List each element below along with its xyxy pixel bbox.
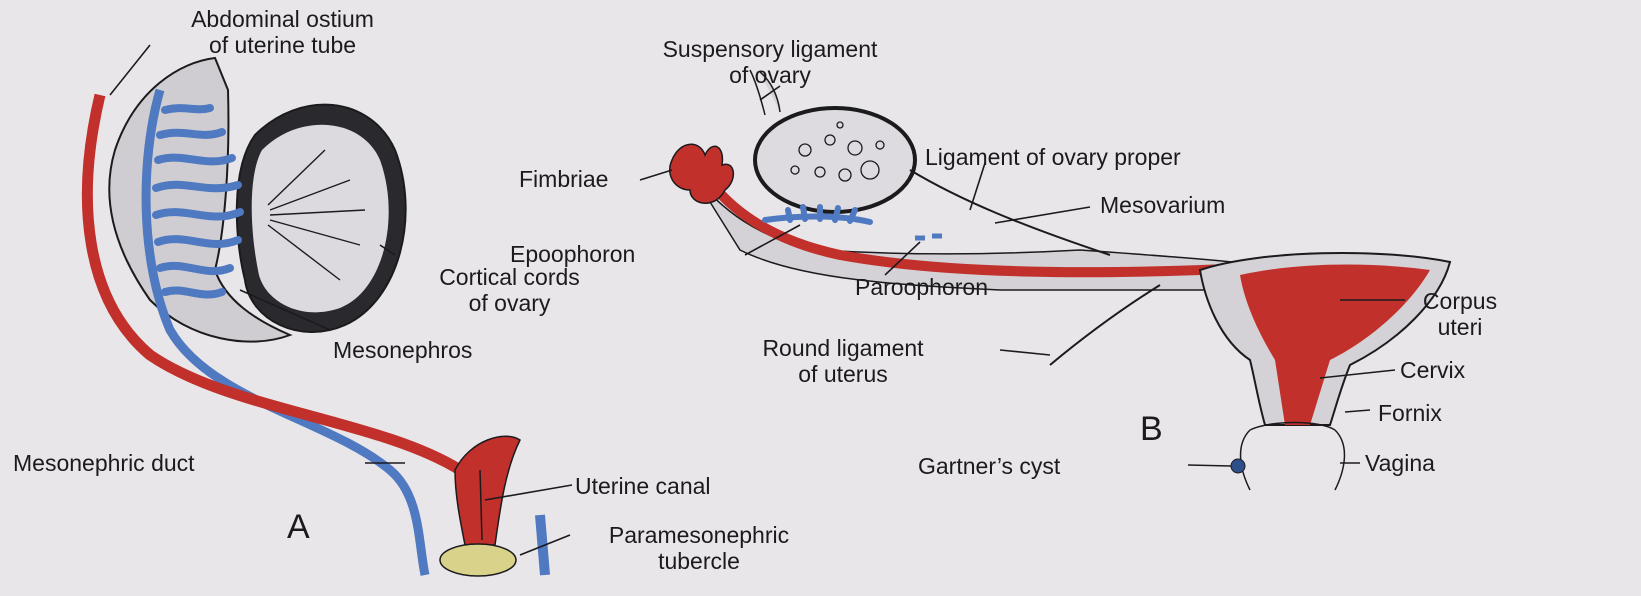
ovary-a-inner bbox=[252, 125, 389, 313]
gartners-cyst-shape bbox=[1231, 459, 1245, 473]
label-mesonephric-duct: Mesonephric duct bbox=[13, 450, 195, 476]
label-corpus-uteri: Corpus uteri bbox=[1410, 288, 1510, 340]
label-cervix: Cervix bbox=[1400, 357, 1465, 383]
abdominal-ostium-line1: Abdominal ostium bbox=[140, 6, 425, 32]
label-vagina: Vagina bbox=[1365, 450, 1435, 476]
label-epoophoron: Epoophoron bbox=[510, 241, 635, 267]
label-gartners-cyst: Gartner’s cyst bbox=[918, 453, 1060, 479]
ligament-ovary-proper-shape bbox=[910, 170, 1110, 255]
label-abdominal-ostium: Abdominal ostium of uterine tube bbox=[140, 6, 425, 58]
corpus-line2: uteri bbox=[1410, 314, 1510, 340]
label-fornix: Fornix bbox=[1378, 400, 1442, 426]
suspensory-line1: Suspensory ligament bbox=[645, 36, 895, 62]
paroophoron-shape bbox=[915, 236, 942, 238]
corpus-line1: Corpus bbox=[1410, 288, 1510, 314]
label-paramesonephric-tubercle: Paramesonephric tubercle bbox=[575, 522, 823, 574]
panel-letter-b: B bbox=[1140, 410, 1163, 449]
panel-b-drawing bbox=[640, 70, 1450, 490]
label-mesonephros: Mesonephros bbox=[333, 337, 472, 363]
paramesonephric-tubercle-shape bbox=[440, 544, 516, 576]
label-mesovarium: Mesovarium bbox=[1100, 192, 1225, 218]
cortical-cords-line2: of ovary bbox=[392, 290, 627, 316]
round-ligament-shape bbox=[1050, 285, 1160, 365]
paramesonephric-line1: Paramesonephric bbox=[575, 522, 823, 548]
paramesonephric-line2: tubercle bbox=[575, 548, 823, 574]
label-suspensory-ligament: Suspensory ligament of ovary bbox=[645, 36, 895, 88]
round-ligament-line2: of uterus bbox=[693, 361, 993, 387]
label-fimbriae: Fimbriae bbox=[519, 166, 608, 192]
cortical-cords-line1: Cortical cords bbox=[392, 264, 627, 290]
vagina-shape bbox=[1241, 430, 1345, 490]
label-ligament-ovary-proper: Ligament of ovary proper bbox=[925, 144, 1181, 170]
uterine-canal-shape bbox=[455, 436, 520, 545]
suspensory-line2: of ovary bbox=[645, 62, 895, 88]
label-cortical-cords: Cortical cords of ovary bbox=[392, 264, 627, 316]
label-paroophoron: Paroophoron bbox=[855, 274, 988, 300]
label-round-ligament: Round ligament of uterus bbox=[693, 335, 993, 387]
panel-letter-a: A bbox=[287, 508, 310, 547]
round-ligament-line1: Round ligament bbox=[693, 335, 993, 361]
abdominal-ostium-line2: of uterine tube bbox=[140, 32, 425, 58]
epoophoron-shape bbox=[765, 207, 870, 222]
label-uterine-canal: Uterine canal bbox=[575, 473, 711, 499]
ovary-b bbox=[755, 108, 915, 212]
